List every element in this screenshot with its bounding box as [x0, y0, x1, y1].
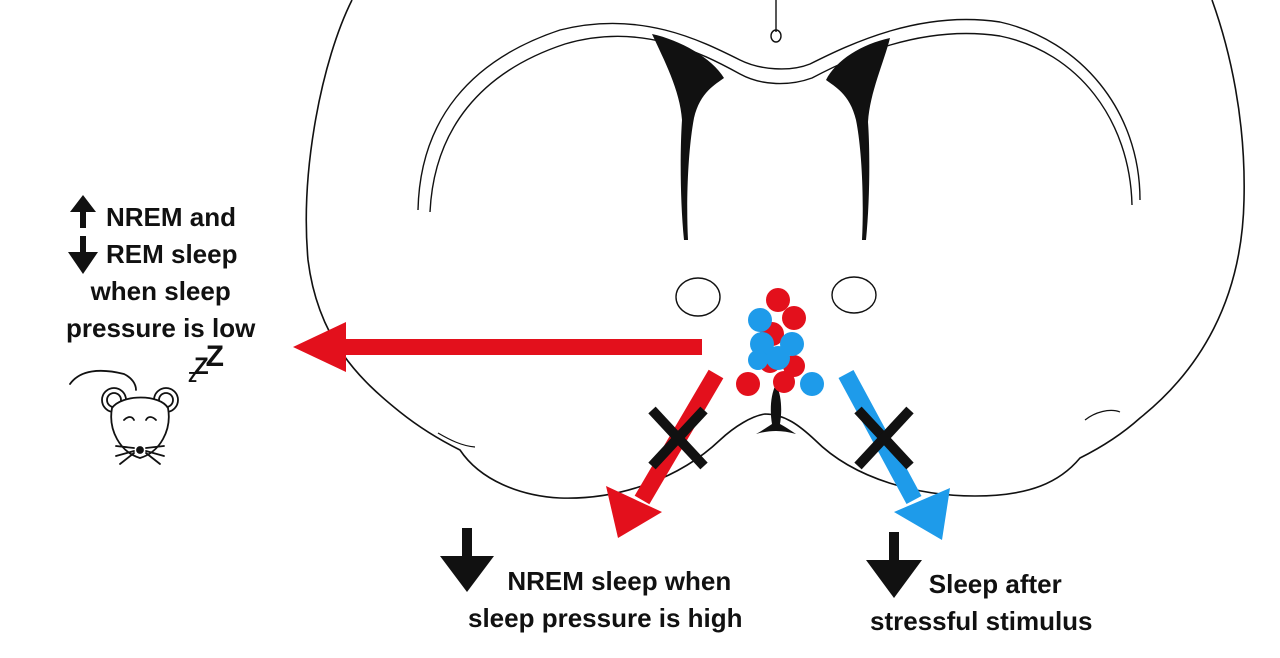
label-line: sleep pressure is high: [468, 603, 743, 633]
cortex-arc: [417, 18, 1141, 211]
zzz-small: z: [188, 366, 197, 386]
blue-pathway-label: Sleep after stressful stimulus: [870, 566, 1093, 640]
blue-neuron: [748, 350, 768, 370]
brain-contour-detail: [1084, 409, 1121, 421]
red-neuron: [773, 371, 795, 393]
cortex-arc: [429, 32, 1133, 213]
mouse-icon: [69, 369, 179, 465]
blue-neuron: [766, 346, 790, 370]
label-line: NREM sleep when: [507, 566, 732, 596]
sleep-zzz: zZZ: [188, 340, 224, 390]
blue-neuron: [800, 372, 824, 396]
down-arrow-icon: [440, 528, 494, 592]
red-neuron: [766, 288, 790, 312]
red-neuron: [736, 372, 760, 396]
commissure-right: [831, 276, 877, 314]
up-arrow-icon: [70, 195, 96, 228]
neuron-cluster: [736, 288, 824, 396]
blue-neuron: [748, 308, 772, 332]
midline-knob: [770, 29, 782, 43]
zzz-large: Z: [205, 340, 224, 373]
third-ventricle: [756, 384, 796, 434]
label-line: REM sleep: [106, 239, 238, 269]
red-arrow-left: [293, 322, 702, 372]
label-line: NREM and: [106, 202, 236, 232]
red-arrow-shaft: [340, 339, 702, 355]
zzz-medium: Z: [194, 353, 209, 380]
down-arrow-icon: [68, 236, 98, 274]
lateral-ventricle-left: [652, 34, 724, 240]
left-effect-label: NREM and REM sleep when sleep pressure i…: [66, 199, 255, 347]
blue-arrow-head: [894, 488, 950, 540]
blocked-x-icon: [854, 406, 914, 470]
commissure-left: [675, 277, 721, 317]
blocked-x-icon: [648, 406, 708, 470]
lateral-ventricle-right: [826, 38, 890, 240]
brain-contour-detail: [437, 432, 476, 448]
down-arrow-icon: [866, 532, 922, 598]
label-line: pressure is low: [66, 313, 256, 343]
label-line: when sleep: [90, 276, 231, 306]
red-pathway-label: NREM sleep when sleep pressure is high: [468, 563, 743, 637]
blue-neuron: [750, 332, 774, 356]
red-arrow-head: [606, 486, 662, 538]
red-neuron: [782, 306, 806, 330]
brain-section-outline: [305, 0, 1245, 499]
label-line: stressful stimulus: [870, 606, 1093, 636]
label-line: Sleep after: [928, 569, 1062, 599]
red-arrow-head: [293, 322, 346, 372]
